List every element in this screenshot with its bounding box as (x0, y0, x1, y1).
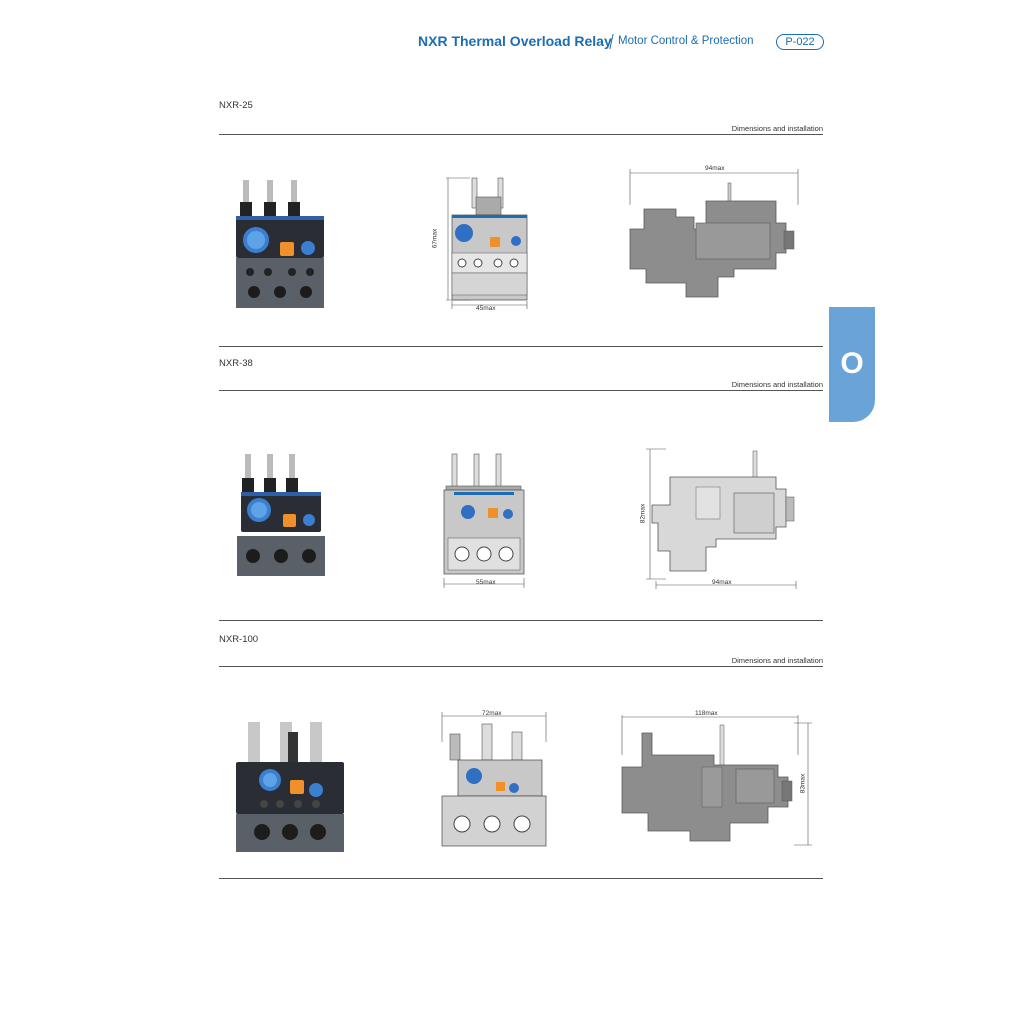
dimension-label: 94max (705, 165, 725, 172)
divider-line (219, 878, 823, 879)
dimension-label: 55max (476, 579, 496, 586)
divider-line (219, 346, 823, 347)
section-nxr-100: NXR-100 Dimensions and installation (219, 634, 823, 882)
dimension-label: 45max (476, 305, 496, 312)
relay-photo-nxr-25 (236, 180, 324, 308)
divider-line (219, 620, 823, 621)
dimension-label: 72max (482, 710, 502, 717)
section-nxr-38: NXR-38 Dimensions and installation (219, 358, 823, 624)
section-tab-letter: O (840, 347, 864, 380)
model-label: NXR-38 (219, 358, 253, 369)
front-view-drawing-nxr-38 (443, 453, 525, 588)
dimension-label: 82max (639, 503, 647, 524)
side-view-drawing-nxr-100 (621, 715, 812, 846)
divider-line (219, 390, 823, 391)
page-header: NXR Thermal Overload Relay Motor Control… (0, 33, 824, 51)
section-tab: O (829, 307, 875, 422)
dimensions-caption: Dimensions and installation (731, 124, 823, 133)
section-nxr-25: NXR-25 Dimensions and installation (219, 100, 823, 350)
header-subtitle: Motor Control & Protection (618, 35, 754, 47)
relay-photo-nxr-38 (237, 454, 325, 576)
front-view-drawing-nxr-25 (446, 177, 528, 309)
dimensions-caption: Dimensions and installation (731, 380, 823, 389)
header-title: NXR Thermal Overload Relay (418, 33, 612, 49)
dimension-label: 83max (799, 773, 807, 794)
model-label: NXR-25 (219, 100, 253, 111)
side-view-drawing-nxr-25 (629, 169, 799, 298)
side-view-drawing-nxr-38 (646, 448, 797, 589)
relay-photo-nxr-100 (236, 722, 344, 852)
model-label: NXR-100 (219, 634, 259, 645)
dimension-label: 94max (712, 579, 732, 586)
page-number-badge: P-022 (776, 34, 824, 50)
divider-line (219, 666, 823, 667)
dimensions-caption: Dimensions and installation (731, 656, 823, 665)
dimension-label: 67max (431, 228, 439, 249)
divider-line (219, 134, 823, 135)
front-view-drawing-nxr-100 (441, 712, 547, 847)
dimension-label: 118max (695, 710, 718, 717)
